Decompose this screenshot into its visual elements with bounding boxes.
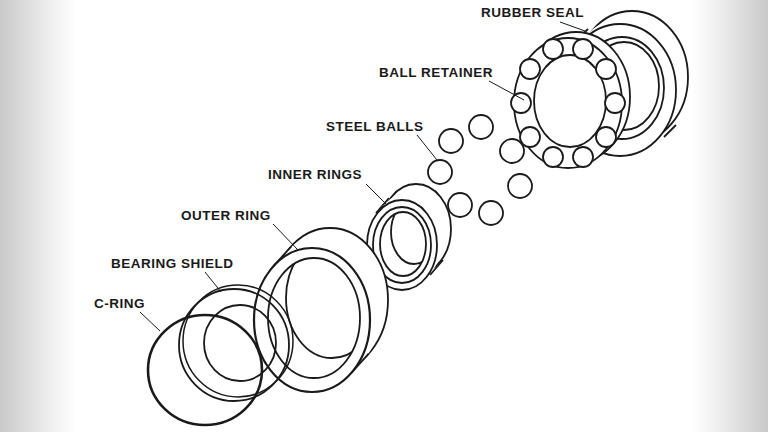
leader-line <box>366 184 386 204</box>
leader-line <box>489 81 524 100</box>
inner-ring-bore-back <box>391 200 437 264</box>
retainer-pocket <box>573 147 593 167</box>
retainer-pocket <box>543 147 563 167</box>
part-label: BEARING SHIELD <box>111 256 234 272</box>
shield-outer-edge <box>179 289 289 401</box>
outer-ring-front-face <box>254 248 370 392</box>
leader-line <box>205 272 221 292</box>
retainer-pocket <box>605 93 625 113</box>
retainer-pocket <box>520 59 540 79</box>
retainer-pocket <box>596 59 616 79</box>
retainer-pocket <box>573 39 593 59</box>
outer-ring-bore-back <box>286 238 378 358</box>
retainer-pocket <box>596 127 616 147</box>
retainer-pocket <box>543 39 563 59</box>
part-label: STEEL BALLS <box>326 119 424 135</box>
part-label: OUTER RING <box>181 208 271 224</box>
steel-ball <box>448 193 472 217</box>
leader-line <box>140 312 160 331</box>
leader-line <box>560 22 585 31</box>
leader-line <box>417 135 437 160</box>
leader-line <box>273 224 298 250</box>
part-label: INNER RINGS <box>268 167 362 183</box>
retainer-pocket <box>520 127 540 147</box>
steel-ball <box>508 174 532 198</box>
steel-ball <box>479 201 503 225</box>
steel-ball <box>428 160 452 184</box>
c-ring-shape <box>148 315 262 425</box>
part-label: C-RING <box>94 296 145 312</box>
inner-ring-bore <box>380 212 426 276</box>
retainer-pocket <box>511 93 531 113</box>
part-label: RUBBER SEAL <box>481 5 584 21</box>
part-label: BALL RETAINER <box>379 65 493 81</box>
steel-ball <box>500 139 524 163</box>
steel-ball <box>439 129 463 153</box>
steel-ball <box>469 115 493 139</box>
